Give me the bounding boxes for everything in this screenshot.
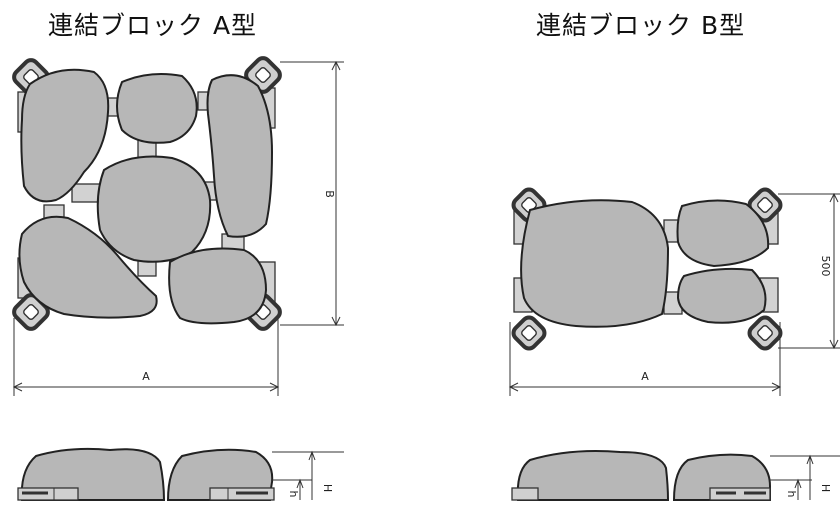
type-a-title: 連結ブロック A型 [48, 11, 258, 40]
type-a-plan-view: A B [12, 56, 344, 396]
a-height-label: B [323, 190, 336, 198]
b-width-label: A [641, 370, 649, 383]
corner-connector-icon [747, 187, 783, 223]
a-side-base-label: h [287, 491, 300, 498]
b-side-total-label: H [819, 484, 832, 492]
corner-connector-icon [511, 315, 547, 351]
a-width-label: A [142, 370, 150, 383]
a-side-total-label: H [321, 484, 334, 492]
b-height-label: 500 [819, 256, 832, 277]
type-b-title: 連結ブロック B型 [536, 11, 746, 40]
type-b-side-view: H h [511, 450, 840, 501]
b-side-base-label: h [785, 491, 798, 498]
type-a-side-view: H h [17, 447, 344, 501]
corner-connector-icon [747, 315, 783, 351]
corner-connector-icon [511, 187, 547, 223]
type-b-plan-view: A 500 [508, 187, 840, 396]
